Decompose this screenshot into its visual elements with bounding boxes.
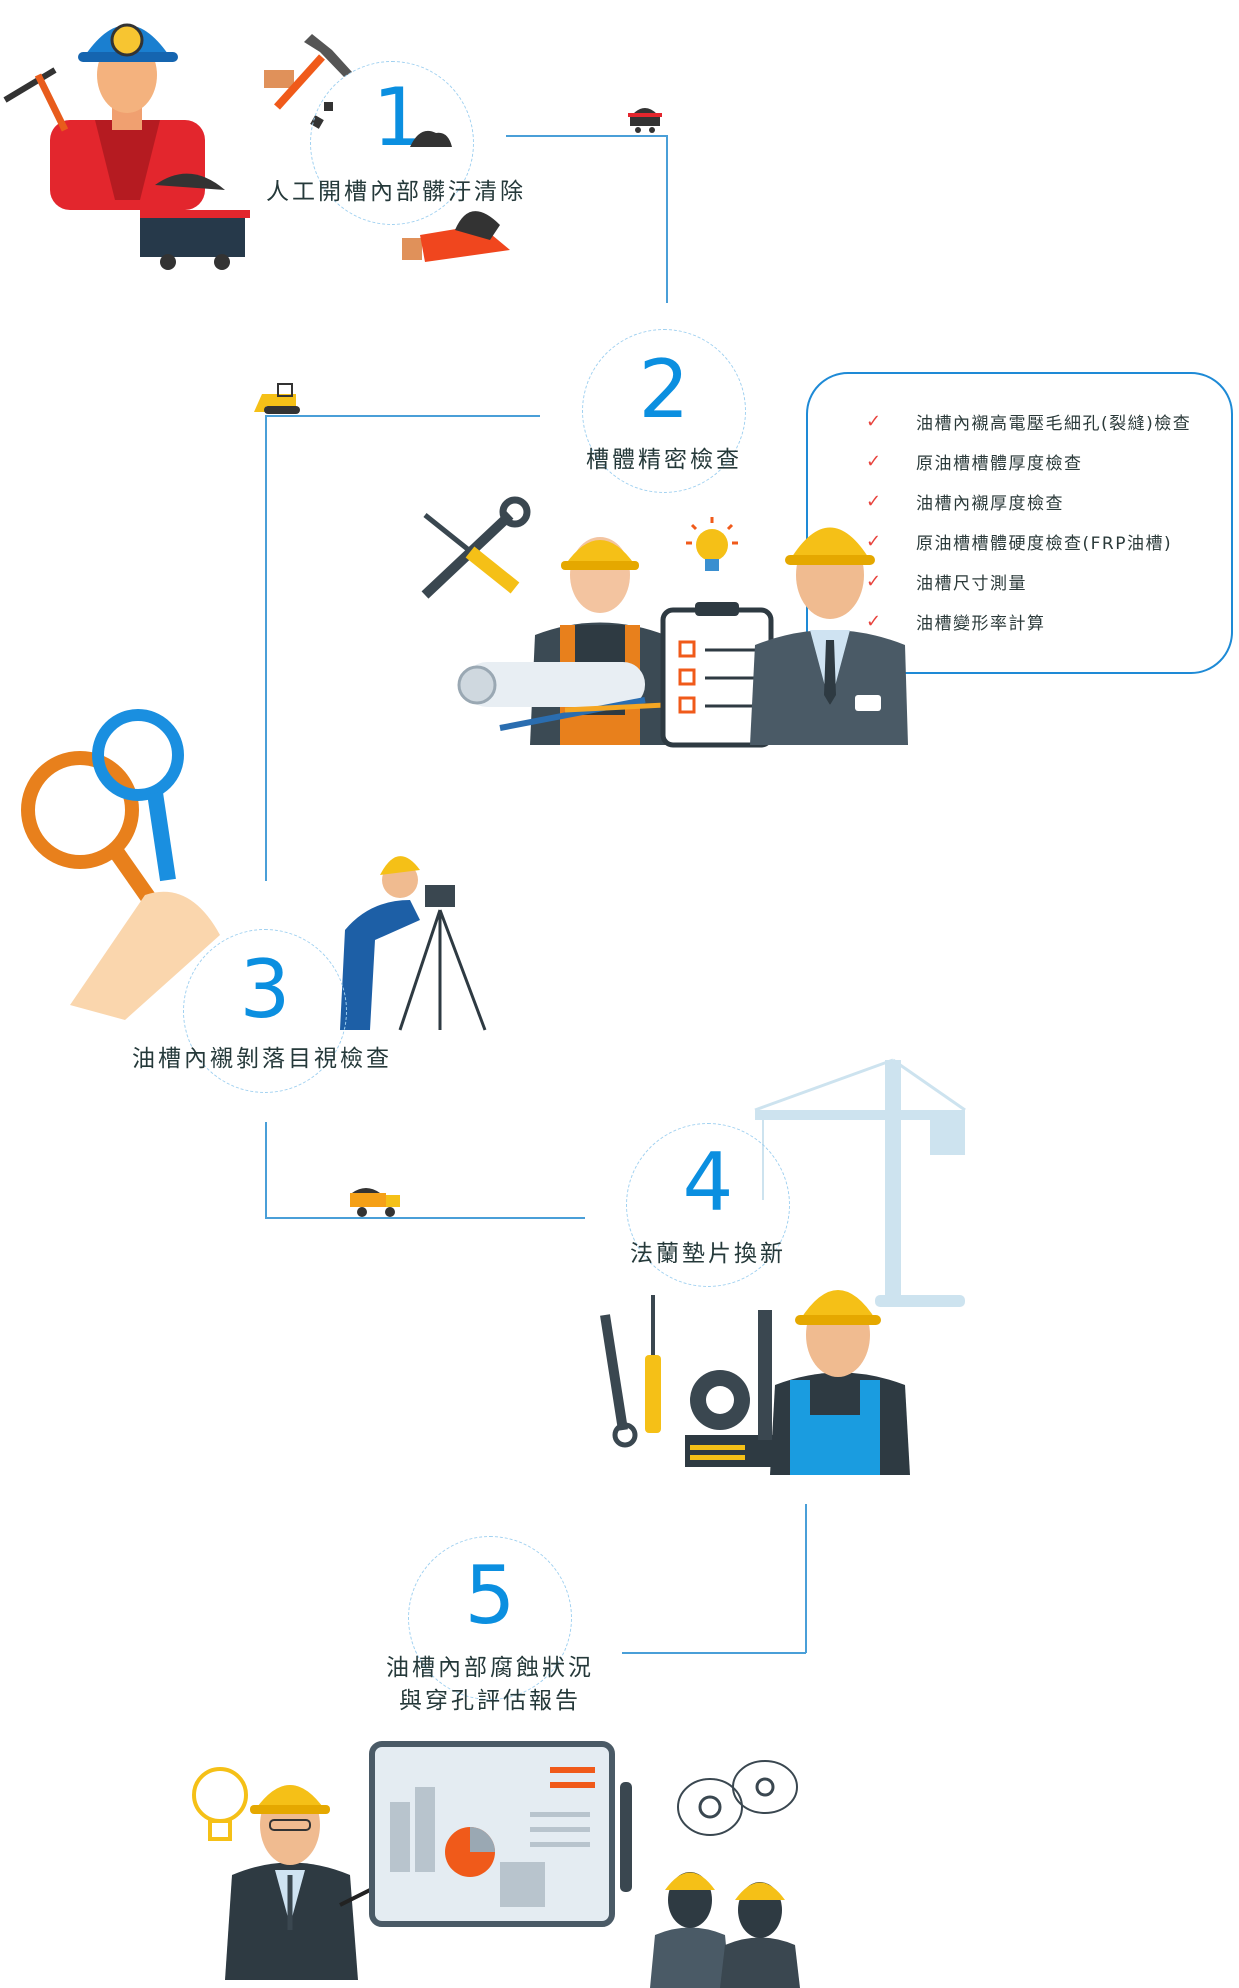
blueprint-icon (457, 662, 666, 731)
step-2-label: 槽體精密檢查 (586, 447, 742, 473)
checklist-item: ✓原油槽槽體厚度檢查 (866, 450, 1083, 474)
check-icon: ✓ (866, 490, 882, 512)
checklist-item: ✓油槽變形率計算 (866, 610, 1046, 634)
worker-illustration (770, 1290, 910, 1475)
dump-truck-icon (350, 1188, 400, 1217)
connector-2-3-v (265, 415, 267, 881)
wrench-screwdriver-icon (421, 496, 531, 599)
bulldozer-icon (254, 383, 300, 414)
coal-pile-icon (410, 130, 452, 147)
check-icon: ✓ (866, 610, 882, 632)
check-icon: ✓ (866, 410, 882, 432)
connector-1-2-h (506, 135, 667, 137)
coal-hand-icon (402, 211, 510, 262)
connector-3-4-h (265, 1217, 585, 1219)
step-3-number: 3 (239, 943, 291, 1036)
lightbulb-icon (192, 1767, 248, 1841)
checklist-item: ✓油槽內襯厚度檢查 (866, 490, 1064, 514)
step-1-label: 人工開槽內部髒汙清除 (266, 179, 526, 205)
clipboard-icon (660, 602, 774, 748)
connector-2-3-h (265, 415, 540, 417)
checklist-item: ✓油槽尺寸測量 (866, 570, 1027, 594)
step-3-label: 油槽內襯剝落目視檢查 (132, 1046, 392, 1072)
crane-illustration (754, 1058, 966, 1307)
checklist-item: ✓原油槽槽體硬度檢查(FRP油槽) (866, 530, 1173, 554)
step-5-circle (408, 1536, 572, 1700)
speech-bubbles-icon (677, 1760, 798, 1836)
check-icon: ✓ (866, 530, 882, 552)
connector-1-2-v (666, 135, 668, 303)
presentation-board-icon (369, 1741, 632, 1927)
check-icon: ✓ (866, 450, 882, 472)
checklist-panel (806, 372, 1233, 674)
team-workers-illustration (650, 1872, 800, 1988)
step-4-number: 4 (682, 1136, 734, 1229)
step-5-label-line-2: 與穿孔評估報告 (399, 1688, 581, 1714)
lightbulb-icon (686, 517, 738, 571)
connector-3-4-v (265, 1122, 267, 1218)
manager-illustration (750, 527, 908, 745)
connector-4-5-v (805, 1504, 807, 1653)
gear-machine-icon (685, 1310, 775, 1467)
connector-4-5-h (622, 1652, 806, 1654)
step-5-label-line-1: 油槽內部腐蝕狀況 (386, 1655, 594, 1681)
step-2-number: 2 (638, 343, 690, 436)
step-2-circle (582, 329, 746, 493)
step-3-circle (183, 929, 347, 1093)
step-1-circle (310, 61, 474, 225)
mine-cart-icon (628, 108, 662, 133)
presenter-illustration (225, 1785, 561, 1980)
magnifier-hand-illustration (21, 709, 220, 1020)
wrench-screwdriver-icon (600, 1295, 661, 1448)
step-4-label: 法蘭墊片換新 (630, 1241, 786, 1267)
step-5-number: 5 (464, 1549, 516, 1642)
miner-illustration (3, 23, 250, 270)
check-icon: ✓ (866, 570, 882, 592)
surveyor-illustration (340, 856, 487, 1031)
checklist-item: ✓油槽內襯高電壓毛細孔(裂縫)檢查 (866, 410, 1192, 434)
step-4-circle (626, 1123, 790, 1287)
